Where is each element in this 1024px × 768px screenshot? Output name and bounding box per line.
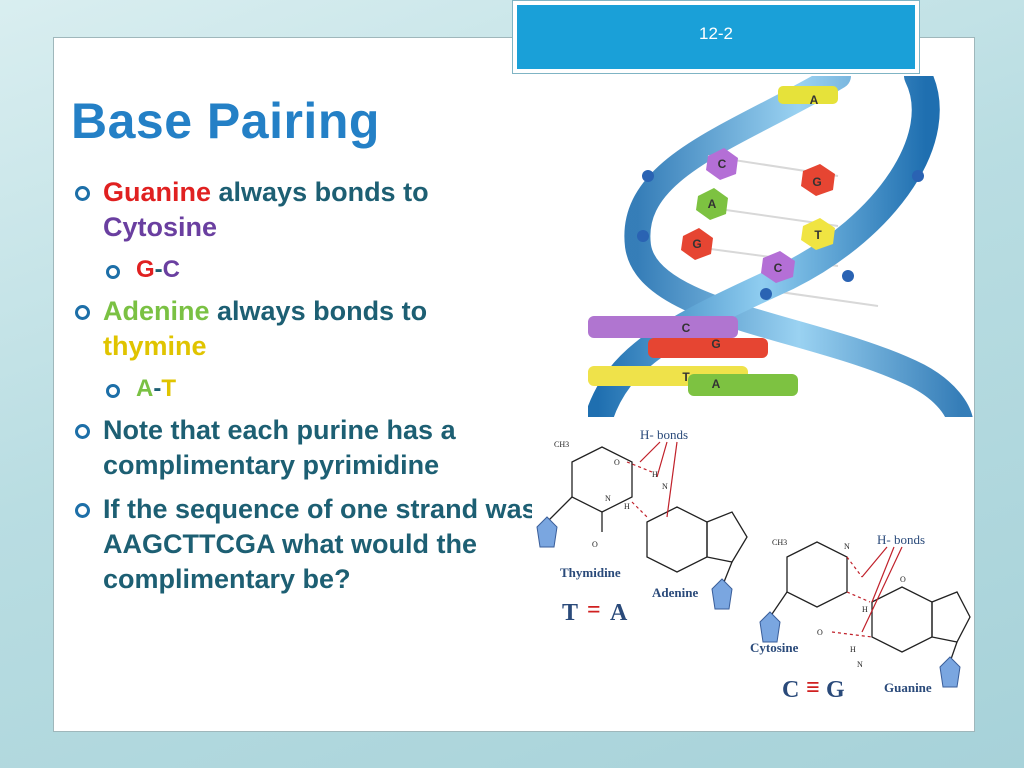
atom-label: H	[850, 645, 856, 654]
adenine-label: Adenine	[652, 585, 698, 600]
atom-label: N	[857, 660, 863, 669]
thymine-word: thymine	[103, 331, 207, 361]
ta-pair-a: A	[610, 600, 628, 626]
helix-label: A	[708, 197, 717, 211]
adenine-word: Adenine	[103, 296, 210, 326]
slide-number-box: 12-2	[512, 0, 920, 74]
helix-label: G	[692, 237, 701, 251]
hbonds-label-2: H- bonds	[877, 532, 925, 547]
helix-label: T	[814, 228, 822, 242]
dna-helix-illustration: A C G A G T C C G T A	[588, 76, 973, 420]
c-letter: C	[162, 256, 181, 283]
base-a-rung	[778, 86, 838, 104]
bullet-list: Guanine always bonds to Cytosine G-C Ade…	[73, 175, 538, 606]
atom-label: O	[817, 628, 823, 637]
atom-label: N	[605, 494, 611, 503]
helix-label: C	[774, 261, 783, 275]
atom-label: CH3	[554, 440, 569, 449]
helix-label: G	[711, 337, 720, 351]
atom-label: N	[662, 482, 668, 491]
bullet-sequence-question: If the sequence of one strand was AAGCTT…	[73, 492, 538, 597]
helix-label: A	[712, 377, 721, 391]
guanine-ring	[871, 586, 933, 653]
bullet-text: always bonds to	[211, 177, 429, 207]
bullet-adenine: Adenine always bonds to thymine	[73, 294, 538, 364]
bullet-icon	[106, 265, 120, 279]
cg-pair-c: C	[782, 677, 799, 703]
atom-label: H	[652, 470, 658, 479]
cytosine-ring	[786, 541, 848, 608]
sub-bullet-gc: G-C	[73, 254, 538, 286]
a-letter: A	[136, 375, 154, 402]
base-c-rung	[588, 316, 738, 338]
bullet-text: Note that each purine has a complimentar…	[103, 415, 456, 480]
sub-bullet-at: A-T	[73, 373, 538, 405]
atom-label: H	[862, 605, 868, 614]
ta-pair-t: T	[562, 600, 578, 626]
atom-label: O	[614, 458, 620, 467]
atom-label: H	[624, 502, 630, 511]
helix-label: T	[682, 370, 690, 384]
guanine-ring-2	[931, 591, 971, 643]
bullet-icon	[75, 503, 90, 518]
cytosine-label: Cytosine	[750, 640, 799, 655]
guanine-label: Guanine	[884, 680, 932, 695]
bullet-guanine: Guanine always bonds to Cytosine	[73, 175, 538, 245]
cytosine-word: Cytosine	[103, 212, 218, 242]
adenine-ring-2	[706, 511, 748, 563]
atom-label: O	[900, 575, 906, 584]
adenine-ring	[646, 506, 708, 573]
bullet-purine-note: Note that each purine has a complimentar…	[73, 413, 538, 483]
bullet-icon	[75, 186, 90, 201]
hbonds-label: H- bonds	[640, 427, 688, 442]
bullet-text: If the sequence of one strand was AAGCTT…	[103, 494, 537, 594]
base-a-rung-2	[688, 374, 798, 396]
atom-label: CH3	[772, 538, 787, 547]
helix-label: A	[810, 93, 819, 107]
atom-label: N	[844, 542, 850, 551]
slide-number: 12-2	[517, 5, 915, 69]
bullet-icon	[106, 384, 120, 398]
cg-pair-symbol: ≡	[806, 675, 820, 701]
helix-label: C	[682, 321, 691, 335]
base-hexagons	[681, 148, 835, 283]
t-letter: T	[161, 375, 177, 402]
cg-pair-g: G	[826, 677, 845, 703]
dash: -	[154, 256, 163, 283]
base-g-rung	[648, 338, 768, 358]
bullet-icon	[75, 424, 90, 439]
g-letter: G	[136, 256, 155, 283]
slide-title: Base Pairing	[71, 93, 380, 149]
base-pair-chemistry-diagram: CH3 O N H N H O CH3 N O H O H N H- bonds…	[532, 417, 973, 720]
helix-label: G	[812, 175, 821, 189]
guanine-word: Guanine	[103, 177, 212, 207]
thymidine-label: Thymidine	[560, 565, 621, 580]
dash: -	[153, 375, 162, 402]
bullet-text: always bonds to	[209, 296, 428, 326]
thymidine-ring	[571, 446, 633, 513]
atom-label: O	[592, 540, 598, 549]
bullet-icon	[75, 305, 90, 320]
ta-pair-symbol: =	[587, 597, 601, 623]
helix-label: C	[718, 157, 727, 171]
